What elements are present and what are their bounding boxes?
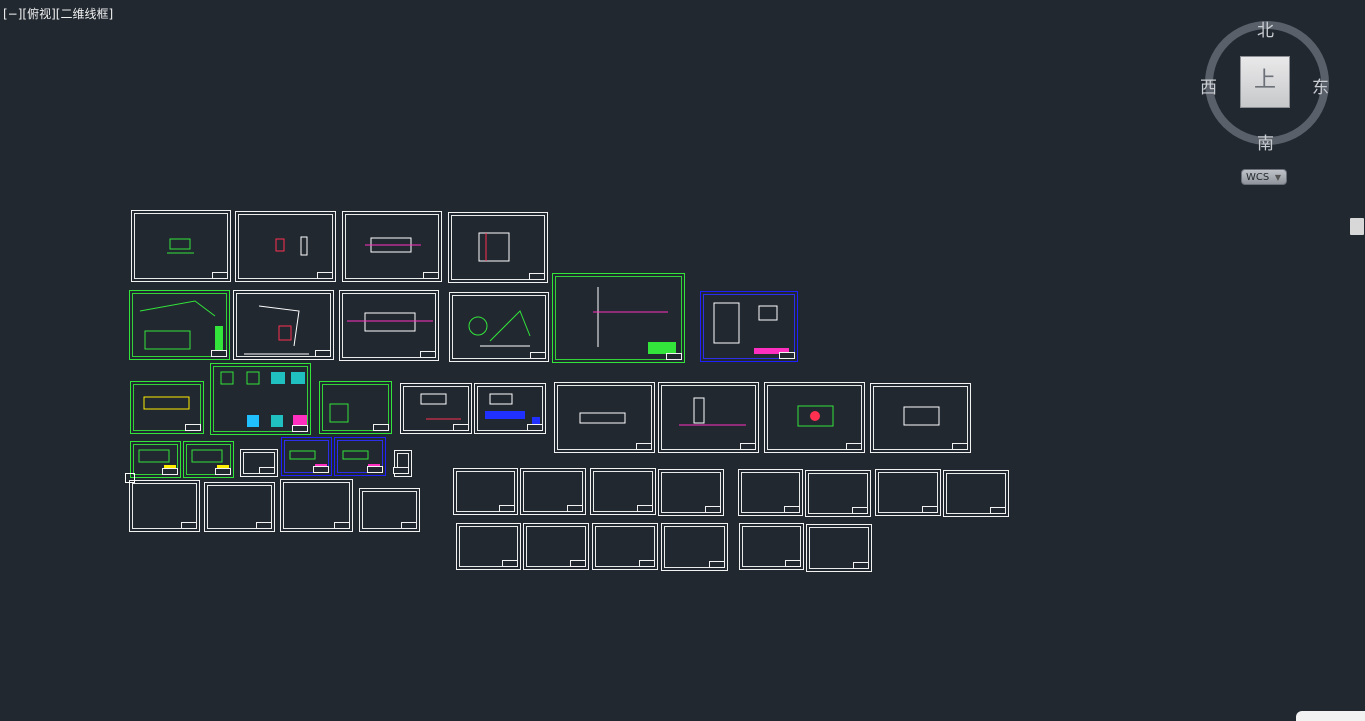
status-corner	[1296, 711, 1365, 721]
compass-west[interactable]: 西	[1200, 78, 1217, 98]
drawing-sheet[interactable]	[590, 468, 656, 515]
drawing-content	[329, 403, 349, 423]
drawing-sheet[interactable]	[592, 523, 658, 570]
drawing-content	[138, 449, 176, 473]
drawing-sheet[interactable]	[943, 470, 1009, 517]
viewcube-top-face[interactable]: 上	[1240, 56, 1290, 108]
drawing-content	[579, 412, 626, 424]
drawing-content	[365, 237, 421, 253]
compass-north[interactable]: 北	[1257, 21, 1274, 41]
drawing-sheet[interactable]	[204, 482, 275, 532]
drawing-content	[713, 302, 789, 354]
drawing-sheet[interactable]	[210, 363, 311, 435]
drawing-content	[347, 312, 433, 332]
drawing-sheet[interactable]	[456, 523, 521, 570]
drawing-sheet[interactable]	[400, 383, 472, 434]
scrollbar-thumb[interactable]	[1350, 218, 1364, 235]
drawing-sheet[interactable]	[658, 382, 759, 453]
drawing-sheet[interactable]	[240, 449, 278, 477]
drawing-sheet[interactable]	[359, 488, 420, 532]
drawing-sheet[interactable]	[870, 383, 971, 453]
drawing-sheet[interactable]	[806, 524, 872, 572]
drawing-sheet[interactable]	[700, 291, 798, 362]
compass-south[interactable]: 南	[1257, 134, 1274, 154]
drawing-sheet[interactable]	[453, 468, 518, 515]
drawing-sheet[interactable]	[183, 441, 234, 478]
wcs-label: WCS	[1246, 172, 1270, 183]
compass-east[interactable]: 东	[1312, 78, 1329, 98]
drawing-sheet[interactable]	[474, 383, 546, 434]
drawing-sheet[interactable]	[129, 290, 230, 360]
drawing-sheet[interactable]	[130, 441, 181, 478]
drawing-sheet[interactable]	[523, 523, 589, 570]
drawing-sheet[interactable]	[739, 523, 804, 570]
viewport-label: [−][俯视][二维线框]	[3, 5, 113, 22]
drawing-content	[191, 449, 229, 473]
drawing-sheet[interactable]	[658, 469, 724, 516]
drawing-content	[220, 371, 307, 427]
drawing-content	[797, 405, 834, 427]
drawing-content	[139, 300, 223, 354]
drawing-sheet[interactable]	[131, 210, 231, 282]
grip-marker[interactable]	[125, 473, 135, 483]
drawing-sheet[interactable]	[875, 469, 941, 516]
drawing-sheet[interactable]	[235, 211, 336, 282]
drawing-sheet[interactable]	[738, 469, 803, 516]
drawing-content	[342, 450, 380, 468]
wcs-menu-button[interactable]: WCS ▼	[1241, 169, 1287, 185]
drawing-sheet[interactable]	[233, 290, 334, 360]
drawing-sheet[interactable]	[319, 381, 392, 434]
drawing-sheet[interactable]	[448, 212, 548, 283]
drawing-sheet[interactable]	[334, 437, 386, 476]
chevron-down-icon: ▼	[1274, 173, 1281, 182]
viewport-controls-menu[interactable]: [−]	[3, 7, 23, 21]
drawing-content	[167, 238, 194, 254]
drawing-sheet[interactable]	[281, 437, 332, 476]
drawing-sheet[interactable]	[764, 382, 865, 453]
drawing-sheet[interactable]	[280, 479, 353, 532]
drawing-sheet[interactable]	[342, 211, 442, 282]
drawing-sheet[interactable]	[339, 290, 439, 361]
drawing-sheet[interactable]	[449, 292, 549, 362]
drawing-content	[275, 236, 308, 256]
vertical-scrollbar[interactable]	[1348, 0, 1365, 721]
drawing-sheet[interactable]	[805, 470, 871, 517]
drawing-sheet[interactable]	[661, 523, 728, 571]
drawing-content	[485, 393, 540, 427]
view-menu[interactable]: [俯视]	[22, 7, 56, 21]
drawing-content	[244, 305, 309, 355]
visual-style-menu[interactable]: [二维线框]	[55, 7, 114, 21]
drawing-content	[289, 450, 327, 468]
drawing-content	[478, 232, 510, 262]
drawing-sheet[interactable]	[520, 468, 586, 515]
drawing-sheet[interactable]	[552, 273, 685, 363]
drawing-content	[903, 406, 940, 426]
drawing-content	[420, 393, 461, 420]
compass-ring[interactable]	[1205, 21, 1329, 145]
viewcube[interactable]: 上 北 南 东 西	[1200, 15, 1340, 155]
drawing-content	[679, 397, 746, 426]
drawing-content	[593, 287, 676, 354]
drawing-sheet[interactable]	[554, 382, 655, 453]
drawing-content	[143, 396, 190, 410]
drawing-content	[468, 310, 531, 347]
drawing-sheet[interactable]	[130, 381, 204, 434]
drawing-sheet[interactable]	[129, 480, 200, 532]
drawing-sheet[interactable]	[393, 450, 412, 477]
